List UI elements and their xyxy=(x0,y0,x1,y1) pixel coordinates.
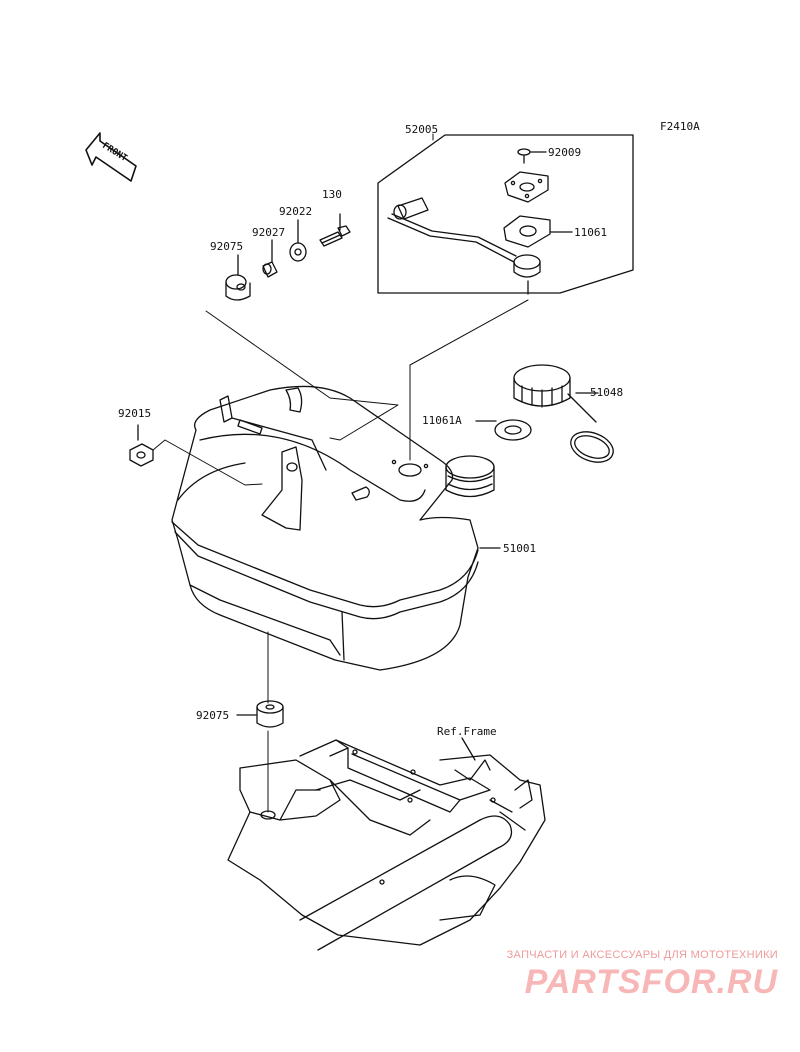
nut-92015 xyxy=(129,424,263,486)
figure-code-label: F2410A xyxy=(660,120,700,133)
washer-92022 xyxy=(289,219,307,262)
callout-92027: 92027 xyxy=(252,226,285,239)
callout-130: 130 xyxy=(322,188,342,201)
ref-frame-label: Ref.Frame xyxy=(437,725,497,738)
callout-11061A: 11061A xyxy=(422,414,462,427)
fuel-cap-51048 xyxy=(513,364,614,463)
front-label: FRONT xyxy=(100,141,129,164)
leader-lines-top xyxy=(205,299,529,461)
frame-reference xyxy=(227,737,546,951)
fuel-tank-51001 xyxy=(171,385,501,671)
front-arrow-icon xyxy=(85,132,137,182)
watermark-caption: ЗАПЧАСТИ И АКСЕССУАРЫ ДЛЯ МОТОТЕХНИКИ xyxy=(506,949,778,961)
fuel-gauge-assembly-frame xyxy=(377,134,634,295)
bolt-130 xyxy=(319,213,351,247)
damper-92075-bottom xyxy=(236,700,284,813)
callout-52005: 52005 xyxy=(405,123,438,136)
collar-92027 xyxy=(262,239,278,278)
gasket-11061A xyxy=(475,419,532,441)
screw-92009 xyxy=(517,148,547,164)
callout-92022: 92022 xyxy=(279,205,312,218)
callout-92075-bottom: 92075 xyxy=(196,709,229,722)
callout-51001: 51001 xyxy=(503,542,536,555)
callout-92009: 92009 xyxy=(548,146,581,159)
watermark-logo: PARTSFOR.RU xyxy=(524,963,778,1001)
fuel-gauge-sender xyxy=(387,197,541,278)
callout-92015: 92015 xyxy=(118,407,151,420)
callout-51048: 51048 xyxy=(590,386,623,399)
callout-11061: 11061 xyxy=(574,226,607,239)
callout-92075-top: 92075 xyxy=(210,240,243,253)
damper-92075-top xyxy=(225,254,251,301)
cover-plate-92009 xyxy=(504,171,549,203)
gasket-11061 xyxy=(503,215,573,248)
